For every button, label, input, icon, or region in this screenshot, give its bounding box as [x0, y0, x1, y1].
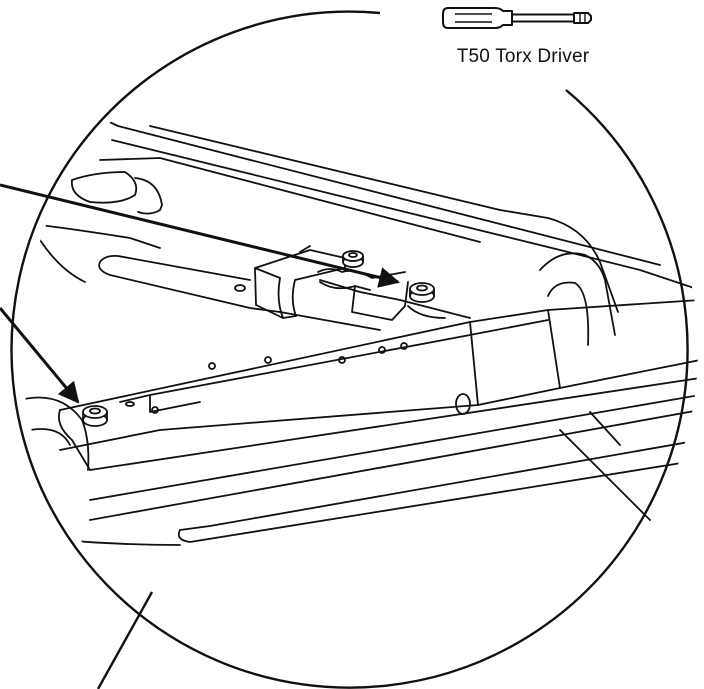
- side-panel: [22, 396, 90, 471]
- left-knob: [39, 171, 163, 283]
- zoom-circle: [10, 10, 689, 689]
- deck-rails: [59, 377, 698, 546]
- torx-screwdriver-icon: [442, 7, 592, 29]
- tool-label: T50 Torx Driver: [456, 46, 590, 67]
- latch-bracket: [254, 245, 446, 321]
- frame-beam: [57, 299, 698, 471]
- zoom-leader-line: [96, 591, 154, 689]
- bolt-front: [82, 401, 135, 427]
- bolt-rear: [342, 250, 364, 268]
- bolt-right: [409, 282, 435, 303]
- crossbar-plate: [98, 254, 471, 331]
- callout-arrow-rear-bolt: [0, 183, 401, 288]
- callout-arrow-front-bolt: [0, 307, 80, 404]
